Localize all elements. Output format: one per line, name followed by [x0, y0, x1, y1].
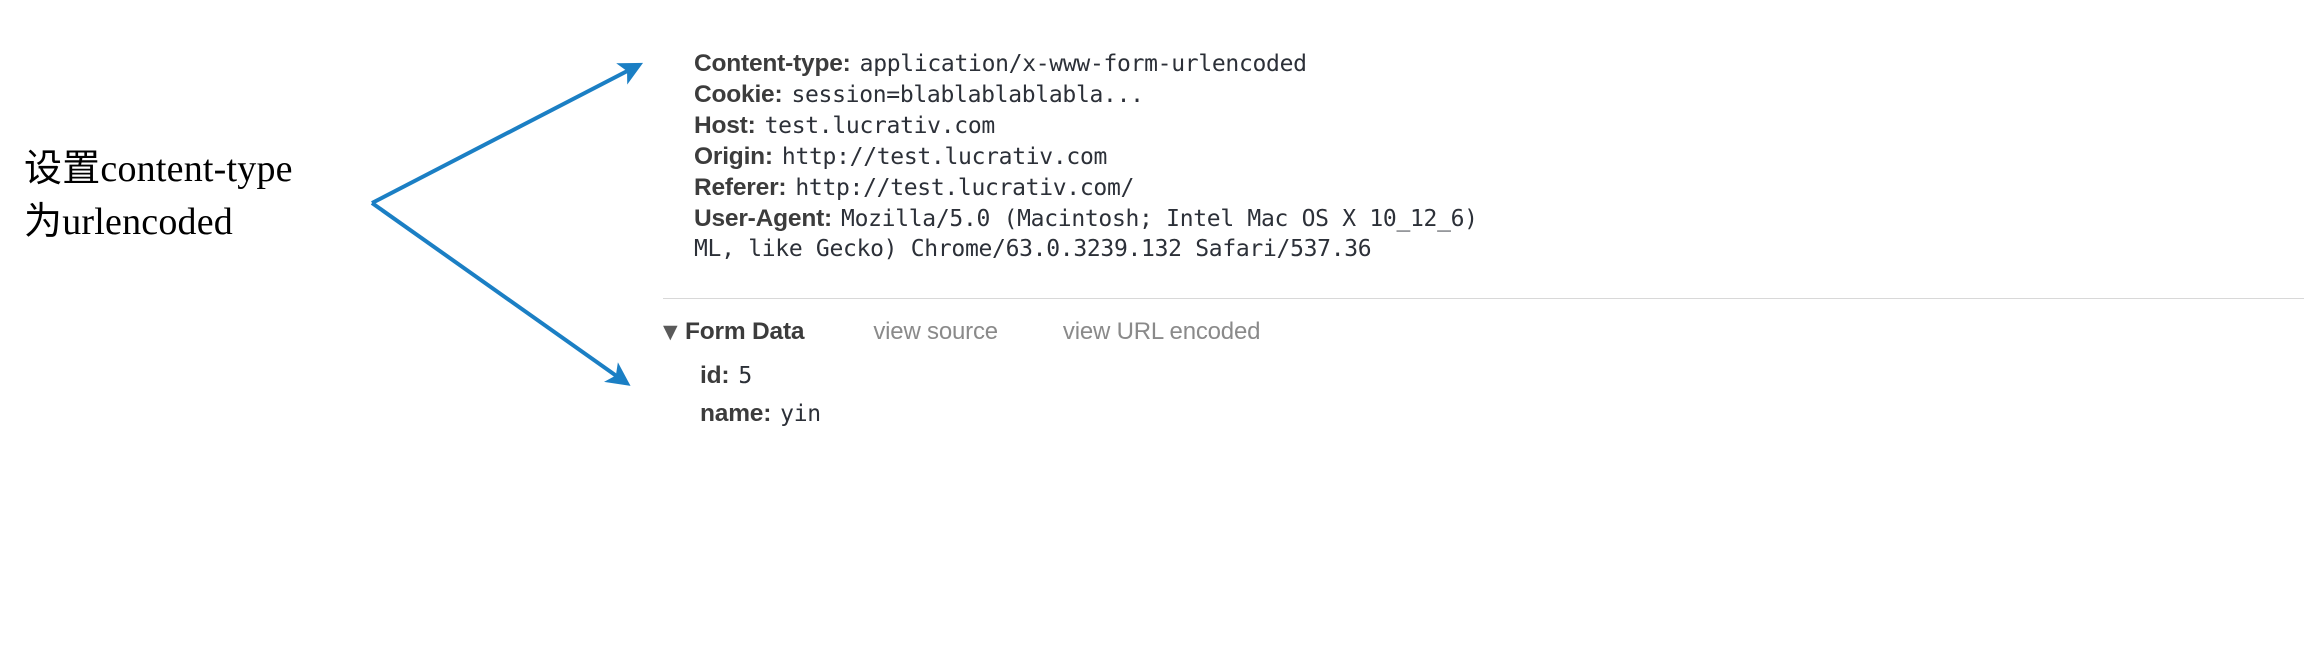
header-value: http://test.lucrativ.com [781, 144, 1108, 170]
view-source-link[interactable]: view source [873, 318, 998, 345]
header-row-host: Host: test.lucrativ.com [694, 110, 2304, 141]
annotation-text: 设置content-type 为urlencoded [24, 143, 364, 249]
header-name: Host: [694, 112, 756, 139]
form-data-key: id: [700, 362, 730, 389]
header-row-cookie: Cookie: session=blablablablabla... [694, 79, 2304, 110]
header-name: Cookie: [694, 81, 783, 108]
header-value: Mozilla/5.0 (Macintosh; Intel Mac OS X 1… [841, 206, 1478, 232]
header-value: session=blablablablabla... [791, 82, 1144, 108]
form-data-value: yin [780, 401, 821, 427]
header-value-wrapped-line: ML, like Gecko) Chrome/63.0.3239.132 Saf… [694, 236, 1372, 262]
annotation-line-2: 为urlencoded [24, 201, 234, 243]
header-value: http://test.lucrativ.com/ [795, 175, 1135, 201]
header-name: Content-type: [694, 50, 851, 77]
header-row-origin: Origin: http://test.lucrativ.com [694, 141, 2304, 172]
form-data-row-name: name: yin [700, 395, 2304, 433]
header-row-user-agent: User-Agent: Mozilla/5.0 (Macintosh; Intel… [694, 203, 2304, 234]
annotation-line-1: 设置content-type [24, 148, 293, 190]
header-row-referer: Referer: http://test.lucrativ.com/ [694, 172, 2304, 203]
header-row-content-type: Content-type: application/x-www-form-urle… [694, 48, 2304, 79]
form-data-title: Form Data [685, 318, 805, 345]
view-url-encoded-link[interactable]: view URL encoded [1062, 318, 1261, 345]
form-data-key: name: [700, 400, 772, 427]
request-headers-list: Content-type: application/x-www-form-urle… [694, 48, 2304, 265]
form-data-header[interactable]: ▼ Form Data view source view URL encoded [663, 311, 2304, 353]
arrow-to-content-type [371, 62, 644, 205]
arrow-to-form-data [370, 201, 631, 386]
form-data-rows: id: 5 name: yin [663, 357, 2304, 433]
header-value: application/x-www-form-urlencoded [859, 51, 1307, 77]
section-divider [663, 298, 2304, 299]
header-name: User-Agent: [694, 205, 833, 232]
header-value: test.lucrativ.com [764, 113, 996, 139]
header-name: Referer: [694, 174, 787, 201]
header-name: Origin: [694, 143, 773, 170]
form-data-value: 5 [738, 363, 752, 389]
form-data-row-id: id: 5 [700, 357, 2304, 395]
triangle-down-icon[interactable]: ▼ [663, 321, 678, 343]
form-data-section: ▼ Form Data view source view URL encoded id… [663, 311, 2304, 433]
devtools-request-panel: Content-type: application/x-www-form-urle… [663, 48, 2304, 650]
